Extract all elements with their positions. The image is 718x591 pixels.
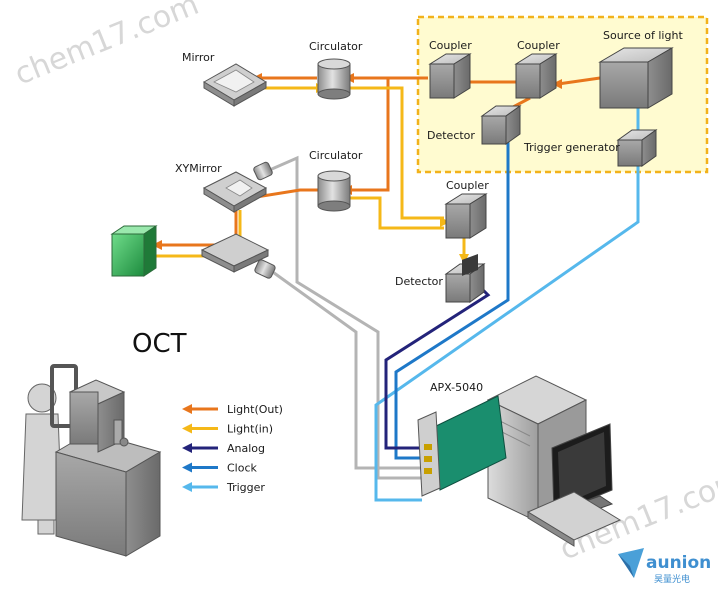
trigger-generator-label: Trigger generator — [523, 141, 620, 154]
coupler-cube-1 — [428, 53, 472, 99]
legend-label: Light(in) — [227, 423, 273, 436]
svg-text:chem17.com: chem17.com — [10, 0, 204, 92]
brand-logo: aunion 昊量光电 — [618, 548, 711, 585]
xymirror-label: XYMirror — [175, 162, 222, 175]
detector-1-label: Detector — [427, 129, 475, 142]
oct-title: OCT — [132, 329, 187, 359]
legend-item: Trigger — [182, 481, 265, 494]
source-label: Source of light — [603, 29, 683, 42]
legend-swatch-arrowhead — [182, 404, 192, 414]
legend-item: Light(Out) — [182, 403, 283, 416]
light-source-cube — [598, 47, 674, 109]
legend-label: Trigger — [226, 481, 265, 494]
legend-item: Analog — [182, 442, 265, 455]
legend-swatch-arrowhead — [182, 462, 192, 473]
trigger-generator-cube — [616, 129, 658, 167]
coupler-cube-3 — [444, 193, 488, 239]
legend-item: Light(in) — [182, 423, 273, 436]
legend-label: Analog — [227, 442, 265, 455]
legend-label: Clock — [227, 462, 258, 475]
legend-item: Clock — [182, 462, 258, 475]
coupler-1-label: Coupler — [429, 39, 472, 52]
pc-keyboard — [526, 491, 622, 547]
clock-line — [394, 142, 510, 460]
oct-machine — [21, 364, 162, 557]
brand-sub: 昊量光电 — [654, 573, 690, 585]
legend-label: Light(Out) — [227, 403, 283, 416]
detector-cube-2 — [444, 263, 486, 303]
apx-board-label: APX-5040 — [430, 381, 483, 394]
apx-board — [417, 254, 507, 497]
coupler-3-label: Coupler — [446, 179, 489, 192]
circulator-top — [317, 58, 351, 100]
watermark-top: chem17.com — [10, 0, 204, 92]
analog-line — [384, 283, 491, 450]
gray-fiber-lines — [264, 155, 422, 480]
legend-swatch-arrowhead — [182, 443, 192, 453]
circulator-middle-label: Circulator — [309, 149, 363, 162]
brand-name: aunion — [646, 553, 711, 573]
mirror-label: Mirror — [182, 51, 215, 64]
xymirror-device — [200, 161, 276, 279]
circulator-middle — [317, 170, 351, 212]
mirror-device — [203, 63, 267, 107]
sample-block — [110, 225, 158, 277]
legend-swatch-arrowhead — [182, 423, 192, 434]
legend-swatch-arrowhead — [182, 482, 192, 492]
coupler-cube-2 — [514, 53, 558, 99]
detector-2-label: Detector — [395, 275, 443, 288]
detector-cube-1 — [480, 105, 522, 145]
circulator-top-label: Circulator — [309, 40, 363, 53]
coupler-2-label: Coupler — [517, 39, 560, 52]
